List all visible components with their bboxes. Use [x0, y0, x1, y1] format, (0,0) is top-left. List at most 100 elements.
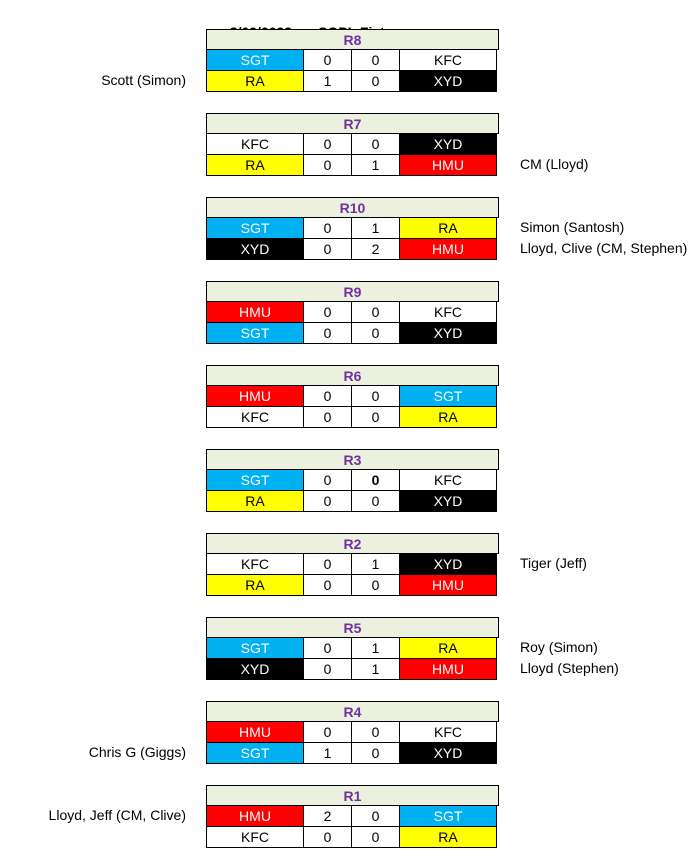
home-team: SGT	[206, 637, 304, 659]
round-label: R4	[206, 701, 499, 722]
away-score: 1	[351, 637, 400, 659]
home-team: KFC	[206, 826, 304, 848]
home-team: HMU	[206, 301, 304, 323]
home-team: SGT	[206, 469, 304, 491]
round-label: R7	[206, 113, 499, 134]
home-team: RA	[206, 70, 304, 92]
away-team: SGT	[399, 805, 497, 827]
scorer-note-home: Lloyd, Jeff (CM, Clive)	[48, 807, 186, 823]
away-score: 0	[351, 301, 400, 323]
away-team: XYD	[399, 322, 497, 344]
away-score: 0	[351, 133, 400, 155]
home-score: 0	[303, 133, 352, 155]
home-score: 0	[303, 406, 352, 428]
away-score: 0	[351, 385, 400, 407]
away-score: 1	[351, 658, 400, 680]
home-score: 0	[303, 490, 352, 512]
home-score: 0	[303, 322, 352, 344]
home-team: RA	[206, 154, 304, 176]
home-score: 0	[303, 217, 352, 239]
away-team: KFC	[399, 721, 497, 743]
away-score: 0	[351, 805, 400, 827]
home-score: 0	[303, 826, 352, 848]
away-score: 0	[351, 322, 400, 344]
away-team: SGT	[399, 385, 497, 407]
away-team: RA	[399, 826, 497, 848]
scorer-note-away: CM (Lloyd)	[520, 156, 589, 172]
scorer-note-away: Lloyd, Clive (CM, Stephen)	[520, 240, 688, 256]
scorer-note-away: Lloyd (Stephen)	[520, 660, 619, 676]
away-score: 0	[351, 70, 400, 92]
round-label: R3	[206, 449, 499, 470]
away-score: 1	[351, 154, 400, 176]
away-team: KFC	[399, 301, 497, 323]
away-score: 0	[351, 826, 400, 848]
home-team: SGT	[206, 322, 304, 344]
round-label: R9	[206, 281, 499, 302]
away-team: HMU	[399, 154, 497, 176]
home-score: 0	[303, 469, 352, 491]
home-score: 0	[303, 721, 352, 743]
home-team: RA	[206, 574, 304, 596]
home-score: 1	[303, 742, 352, 764]
home-team: RA	[206, 490, 304, 512]
away-score: 1	[351, 217, 400, 239]
away-team: RA	[399, 217, 497, 239]
away-team: RA	[399, 406, 497, 428]
away-team: HMU	[399, 574, 497, 596]
home-score: 0	[303, 637, 352, 659]
away-score: 0	[351, 574, 400, 596]
away-score: 2	[351, 238, 400, 260]
away-team: XYD	[399, 70, 497, 92]
home-team: XYD	[206, 658, 304, 680]
round-label: R10	[206, 197, 499, 218]
home-score: 0	[303, 154, 352, 176]
home-score: 1	[303, 70, 352, 92]
scorer-note-home: Chris G (Giggs)	[88, 744, 186, 760]
home-score: 0	[303, 553, 352, 575]
away-score: 0	[351, 721, 400, 743]
away-score: 1	[351, 553, 400, 575]
home-team: HMU	[206, 385, 304, 407]
away-team: XYD	[399, 490, 497, 512]
scorer-note-away: Tiger (Jeff)	[520, 555, 587, 571]
away-score: 0	[351, 406, 400, 428]
home-team: KFC	[206, 406, 304, 428]
home-team: KFC	[206, 133, 304, 155]
home-team: SGT	[206, 49, 304, 71]
round-label: R6	[206, 365, 499, 386]
home-score: 0	[303, 385, 352, 407]
away-score: 0	[351, 469, 400, 491]
home-score: 0	[303, 238, 352, 260]
away-team: XYD	[399, 133, 497, 155]
away-score: 0	[351, 742, 400, 764]
round-label: R1	[206, 785, 499, 806]
home-score: 0	[303, 49, 352, 71]
home-team: XYD	[206, 238, 304, 260]
home-team: SGT	[206, 217, 304, 239]
away-team: XYD	[399, 553, 497, 575]
scorer-note-away: Simon (Santosh)	[520, 219, 625, 235]
round-label: R2	[206, 533, 499, 554]
